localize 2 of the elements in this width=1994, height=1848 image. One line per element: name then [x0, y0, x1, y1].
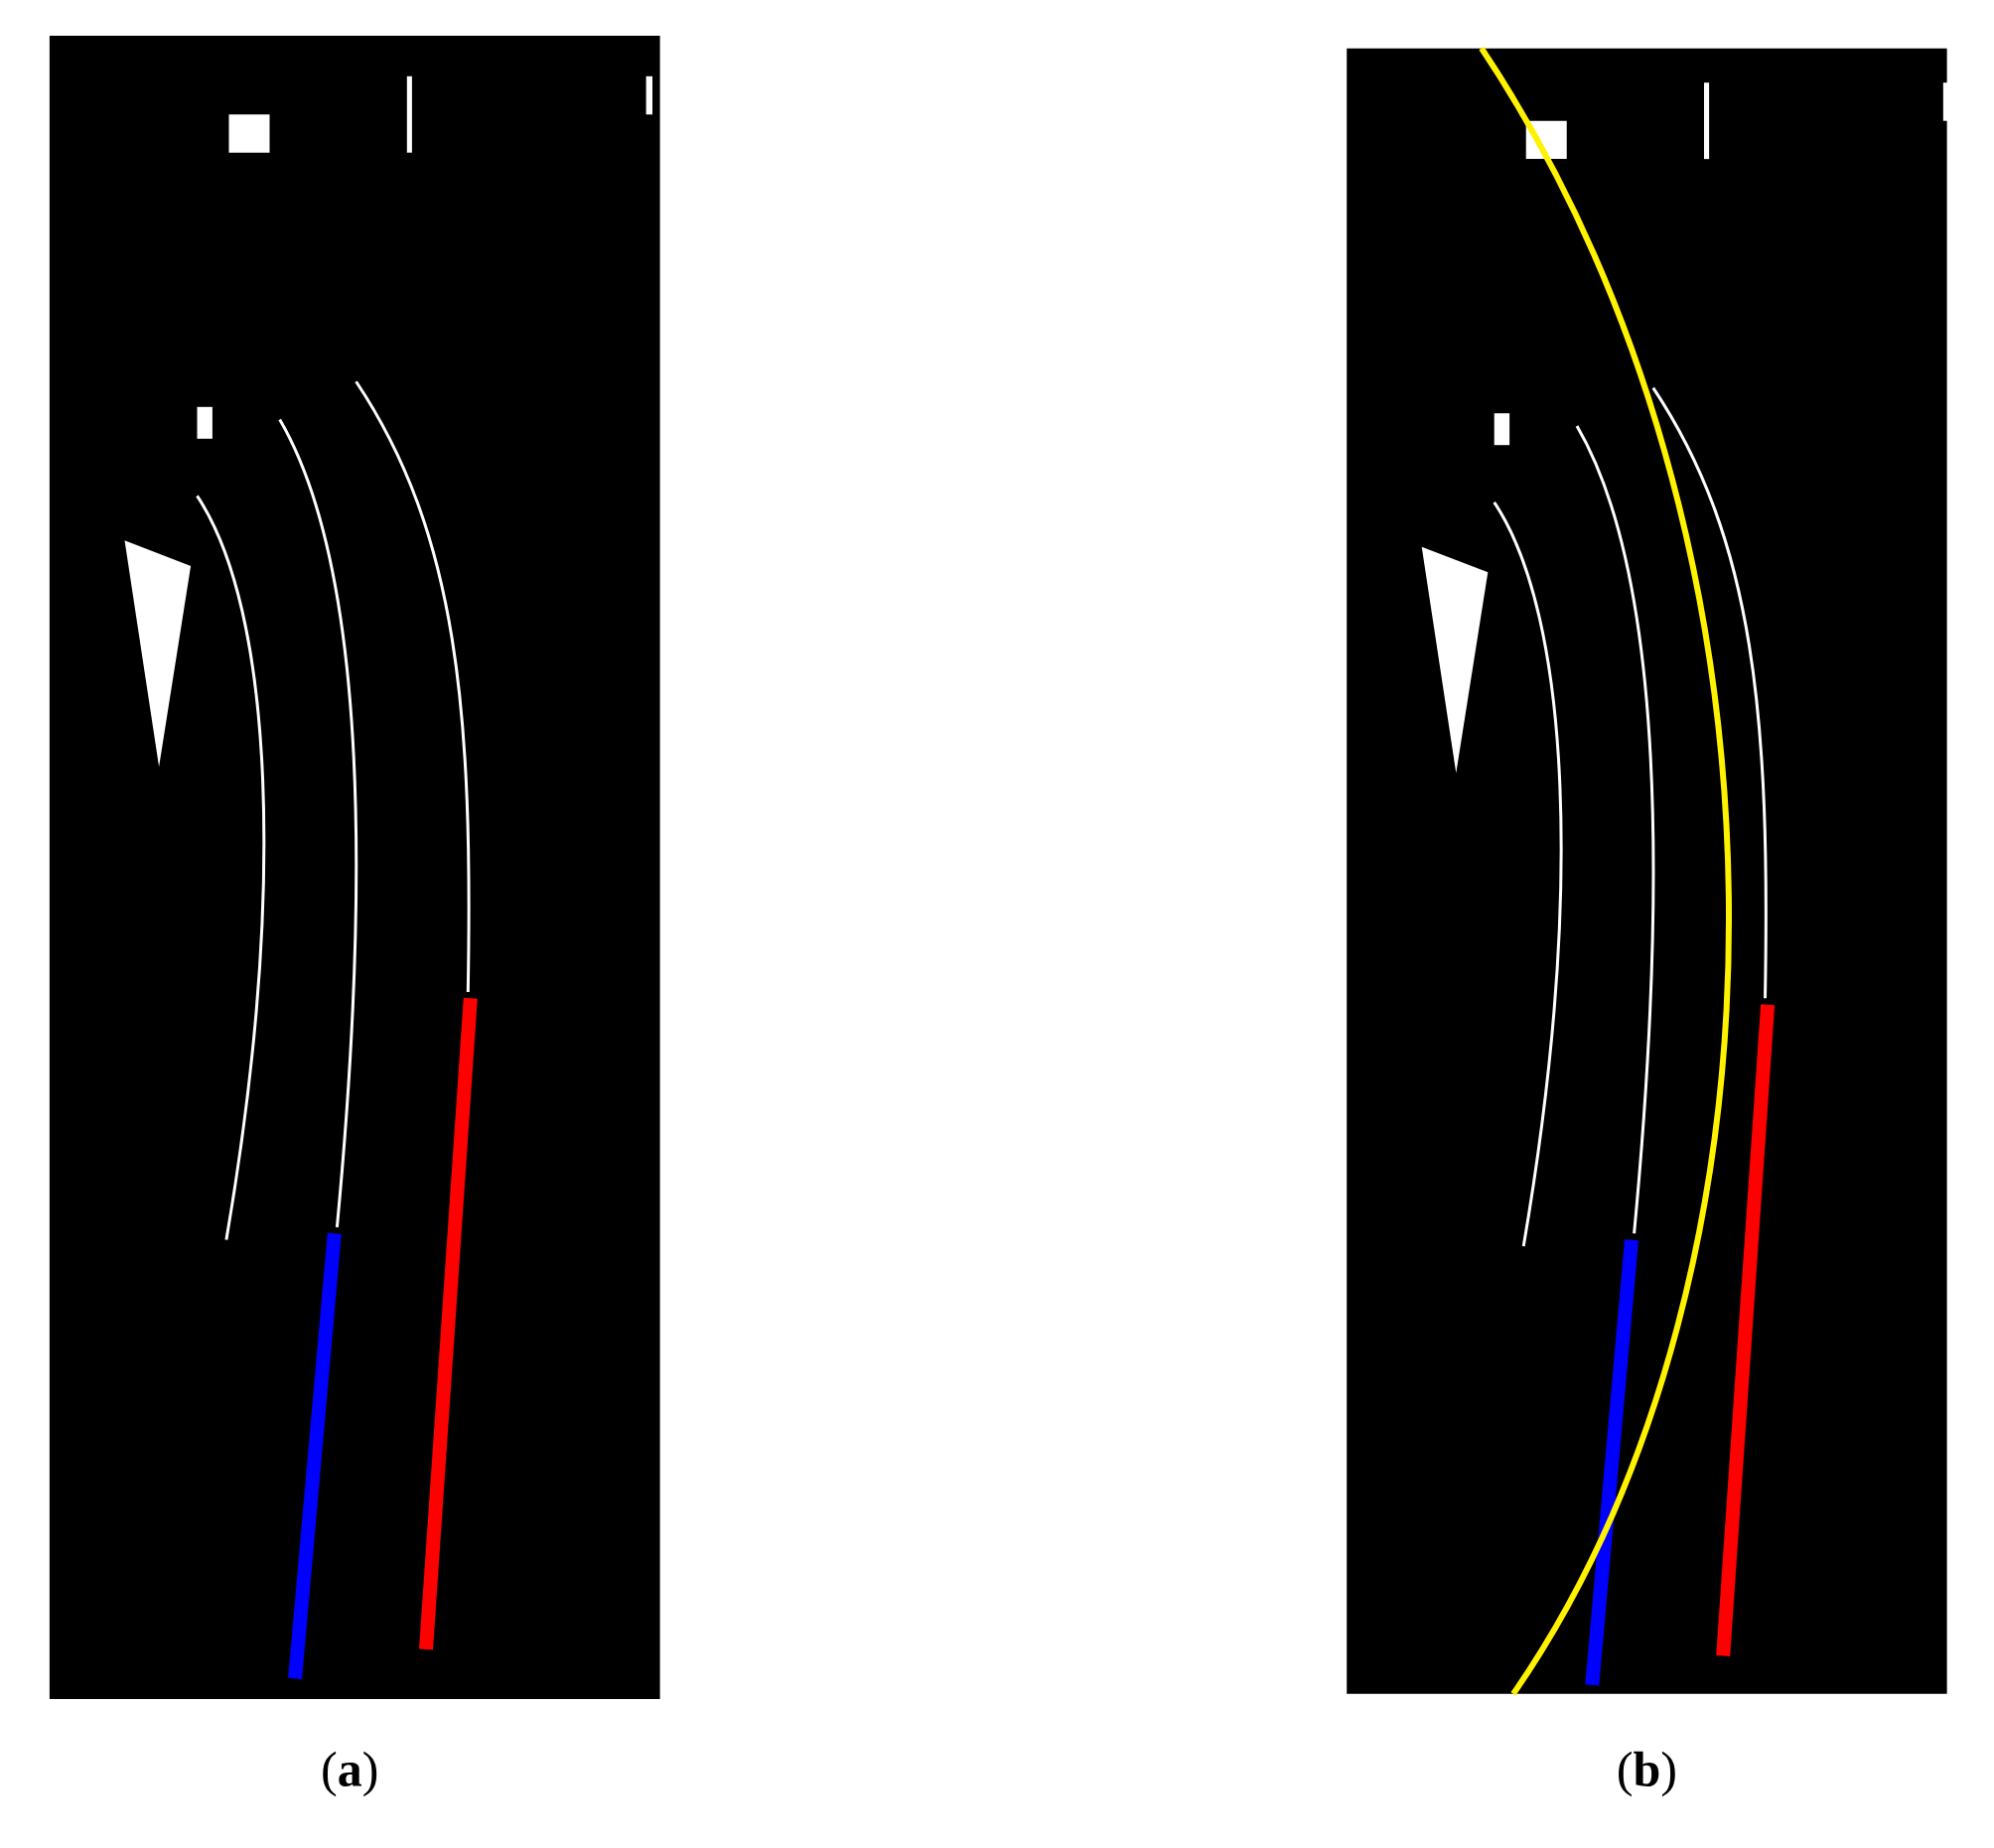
panel-label: (b) — [1619, 1751, 1675, 1797]
panel-label: (a) — [323, 1751, 377, 1797]
